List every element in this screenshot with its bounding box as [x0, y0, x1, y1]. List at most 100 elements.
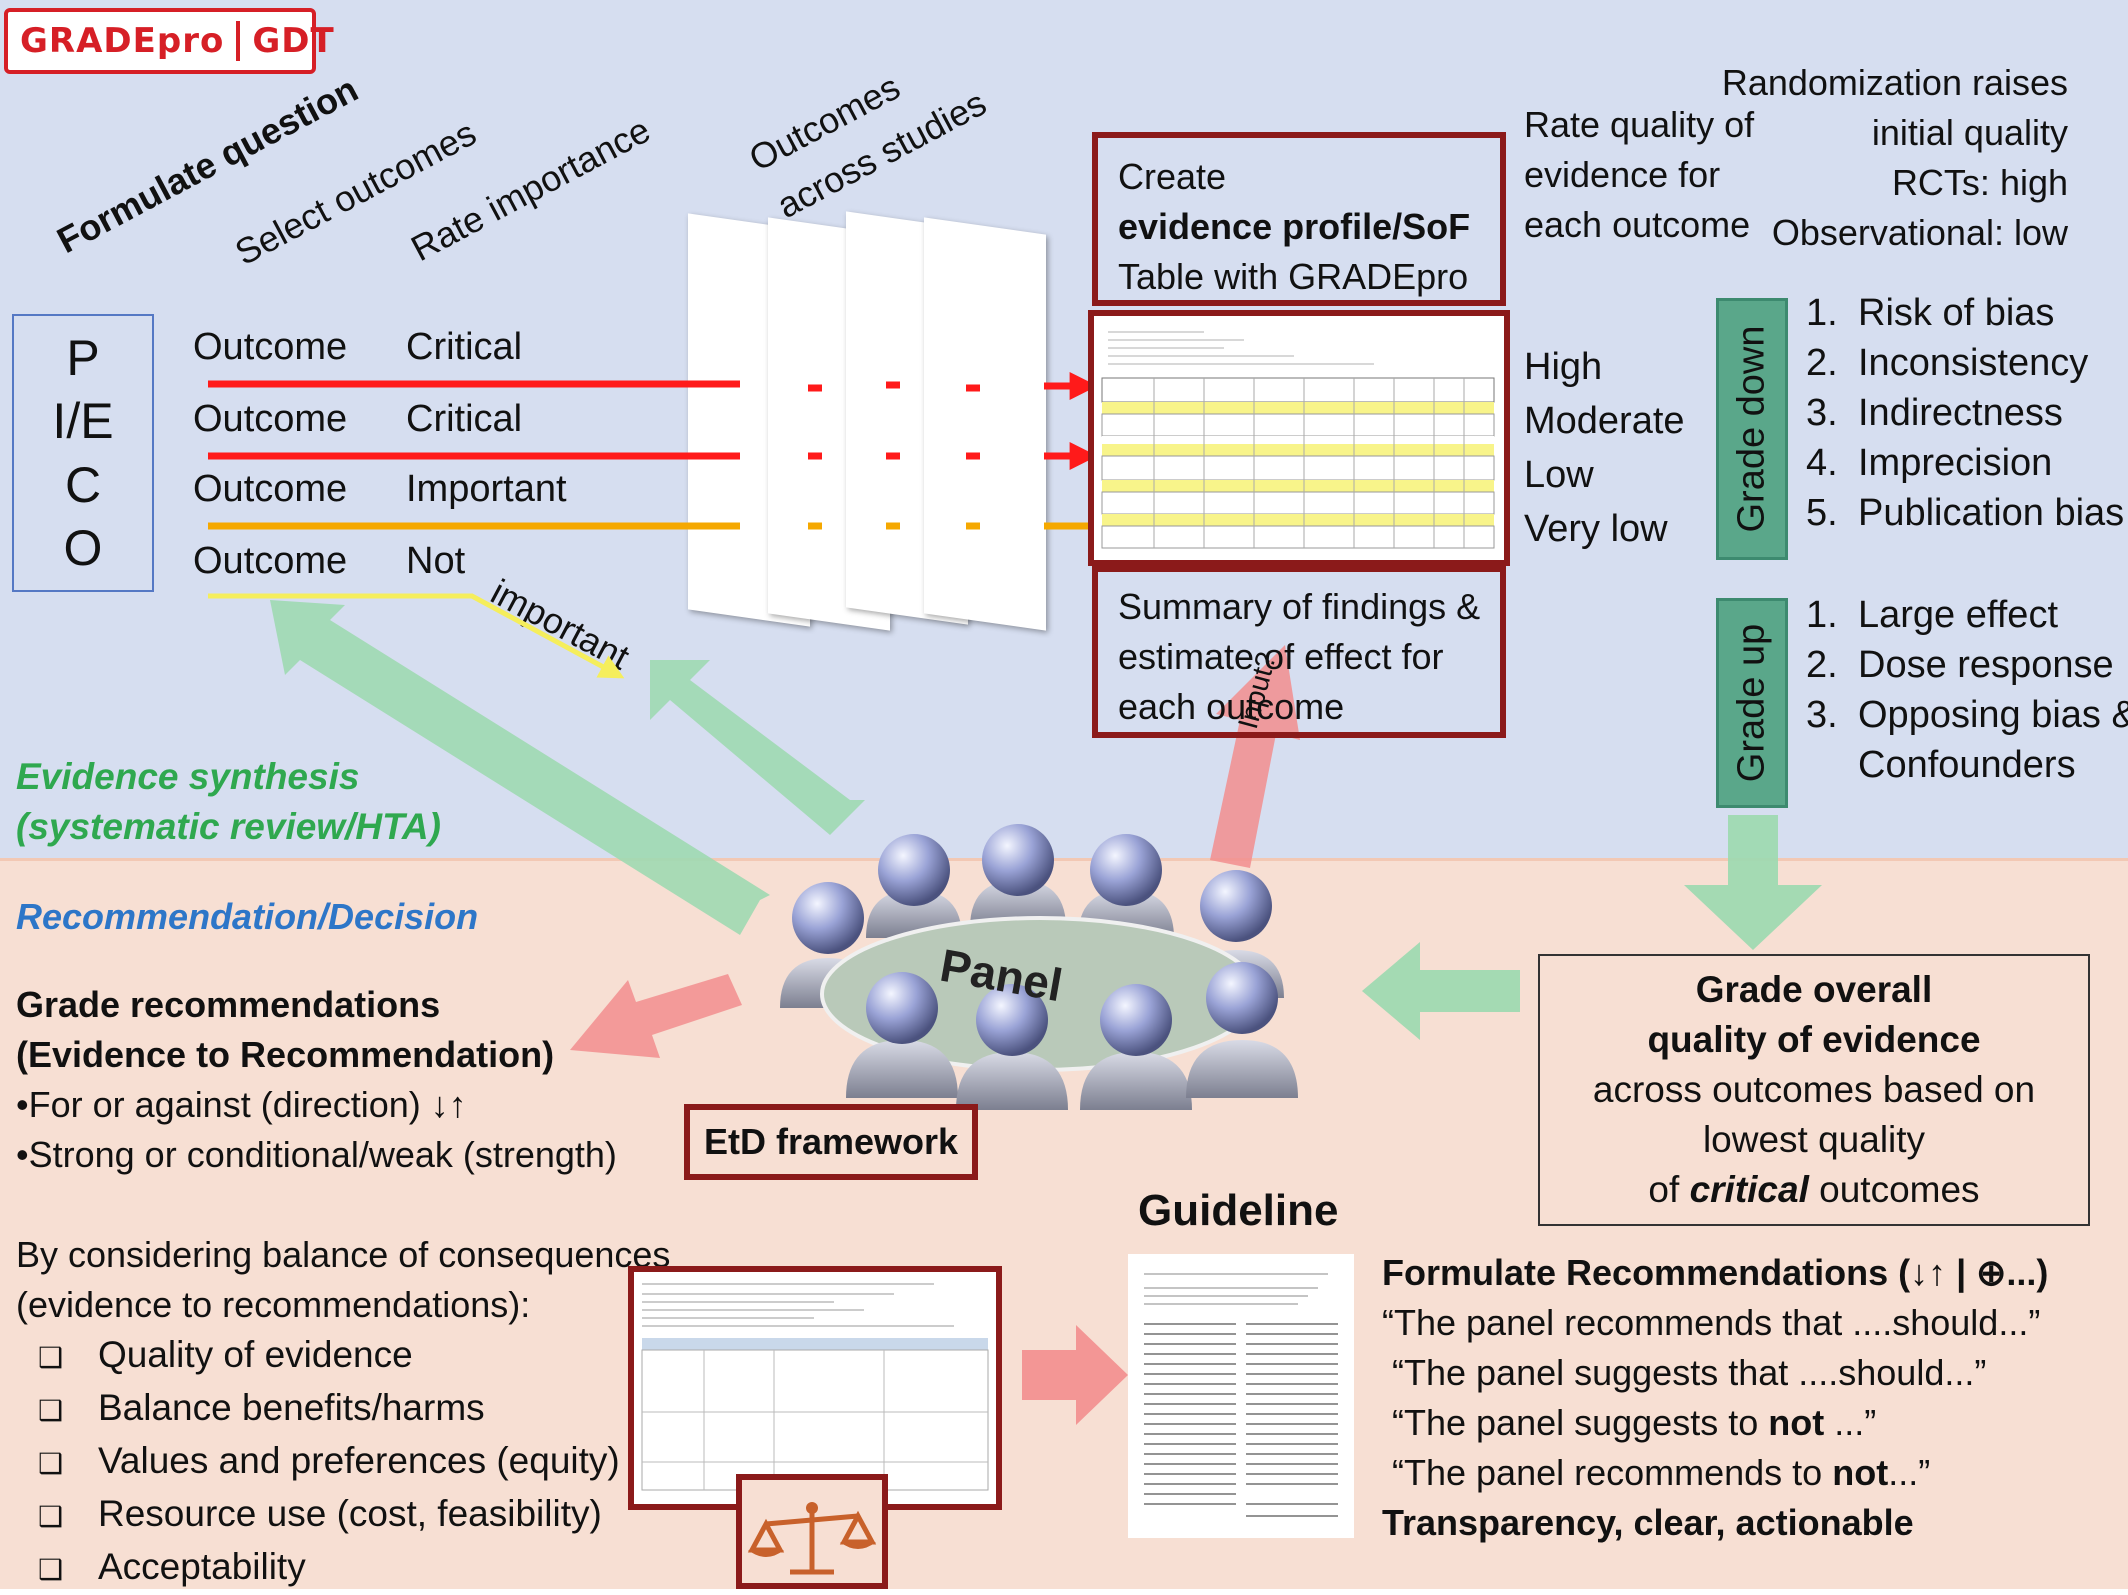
rate-quality-line-3: each outcome	[1524, 204, 1751, 245]
importance-label: Critical	[406, 326, 523, 368]
panel-member-icon	[970, 824, 1066, 928]
considering-text: By considering balance of consequences (…	[16, 1230, 670, 1330]
checklist-item: ❑Balance benefits/harms	[16, 1383, 620, 1436]
create-line-3: Table with GRADEpro	[1118, 256, 1469, 297]
outcome-label: Outcome	[193, 468, 348, 510]
checklist-item: ❑Resource use (cost, feasibility)	[16, 1489, 620, 1542]
overall-line-1: Grade overall	[1695, 969, 1933, 1010]
formulate-recs-title: Formulate Recommendations (↓↑ | ⊕...)	[1382, 1252, 2049, 1293]
level-very-low: Very low	[1524, 508, 1668, 550]
grade-down-item: 2.Inconsistency	[1806, 342, 2089, 384]
band-divider	[0, 858, 2128, 861]
summary-line-2: estimate of effect for	[1118, 636, 1444, 677]
logo-part-2: GDT	[252, 21, 335, 61]
panel-group: Panel	[760, 808, 1320, 1118]
guideline-arrow	[1022, 1325, 1128, 1425]
rate-quality-text: Rate quality of evidence for each outcom…	[1524, 100, 1754, 250]
not-important-arrow	[208, 593, 625, 679]
grade-recs-bullet: •Strong or conditional/weak (strength)	[16, 1134, 617, 1175]
outcome-label: Outcome	[193, 540, 348, 582]
grade-up-item: Confounders	[1858, 744, 2076, 786]
etd-framework-label: EtD framework	[703, 1121, 959, 1162]
outcome-label: Outcome	[193, 398, 348, 440]
randomization-line-1: Randomization raises	[1721, 62, 2068, 103]
grade-up-tag: Grade up	[1716, 598, 1788, 808]
grade-recs-line-1: Grade recommendations	[16, 984, 441, 1025]
checklist-item: ❑Acceptability	[16, 1542, 620, 1595]
create-line-1: Create	[1118, 156, 1227, 197]
rate-quality-line-1: Rate quality of	[1524, 104, 1755, 145]
grade-down-item: 4.Imprecision	[1806, 442, 2053, 484]
level-moderate: Moderate	[1524, 400, 1685, 442]
overall-line-5: of critical outcomes	[1648, 1169, 1980, 1210]
randomization-text: Randomization raises initial quality RCT…	[1700, 58, 2068, 258]
panel-graphic	[780, 824, 1298, 1110]
logo-part-1: GRADEpro	[8, 21, 241, 61]
grade-down-arrow-flow	[1684, 815, 1822, 950]
level-low: Low	[1524, 454, 1594, 496]
input-arrow	[1210, 645, 1300, 868]
formulate-recommendations: Formulate Recommendations (↓↑ | ⊕...) “T…	[1382, 1248, 2048, 1548]
checkbox-icon: ❑	[38, 1448, 64, 1479]
grade-up-item: 3.Opposing bias &	[1806, 694, 2128, 736]
critical-arrow	[208, 372, 1098, 400]
overall-line-4: lowest quality	[1702, 1119, 1926, 1160]
checklist-item: ❑Values and preferences (equity)	[16, 1436, 620, 1489]
importance-label: Important	[406, 468, 567, 510]
importance-label: Not	[406, 540, 466, 582]
grade-down-item: 5.Publication bias	[1806, 492, 2125, 534]
guideline-title: Guideline	[1138, 1186, 1339, 1235]
panel-member-icon	[1186, 962, 1298, 1098]
panel-member-icon	[956, 984, 1068, 1110]
recommendation-decision-label: Recommendation/Decision	[16, 896, 479, 937]
create-profile-box: Create evidence profile/SoF Table with G…	[1092, 132, 1506, 306]
overall-line-3: across outcomes based on	[1592, 1069, 2036, 1110]
to-panel-arrow	[1362, 942, 1520, 1040]
peco-o: O	[63, 520, 103, 577]
panel-member-icon	[1080, 984, 1192, 1110]
considering-line-2: (evidence to recommendations):	[16, 1284, 531, 1325]
grade-recs-line-2: (Evidence to Recommendation)	[16, 1034, 555, 1075]
etd-framework-box: EtD framework	[684, 1104, 978, 1180]
etd-document-graphic	[641, 1283, 989, 1491]
balance-scale-icon	[747, 1502, 877, 1575]
gradepro-logo: GRADEpro GDT	[4, 8, 334, 74]
formulate-recs-footer: Transparency, clear, actionable	[1382, 1502, 1914, 1543]
formulate-recs-quote: “The panel recommends to not...”	[1392, 1452, 1931, 1493]
grade-down-label: Grade down	[1730, 325, 1773, 533]
guideline-document-graphic	[1144, 1273, 1338, 1517]
rate-quality-line-2: evidence for	[1524, 154, 1721, 195]
grade-down-tag: Grade down	[1716, 298, 1788, 560]
peco-c: C	[64, 456, 102, 513]
randomization-line-2: initial quality	[1871, 112, 2068, 153]
summary-findings-box: Summary of findings & estimate of effect…	[1092, 566, 1506, 738]
considering-checklist: ❑Quality of evidence ❑Balance benefits/h…	[16, 1330, 620, 1595]
checkbox-icon: ❑	[38, 1395, 64, 1426]
peco-box: P I/E C O	[12, 314, 154, 592]
synthesis-arrow	[270, 600, 770, 935]
peco-ie: I/E	[52, 393, 114, 450]
formulate-recs-quote: “The panel suggests to not ...”	[1392, 1402, 1877, 1443]
synthesis-arrow	[650, 660, 865, 835]
peco-p: P	[66, 329, 100, 386]
level-high: High	[1524, 346, 1603, 388]
grade-down-item: 3.Indirectness	[1806, 392, 2063, 434]
evidence-table-graphic	[1101, 324, 1495, 549]
checkbox-icon: ❑	[38, 1501, 64, 1532]
checkbox-icon: ❑	[38, 1554, 64, 1585]
checklist-item: ❑Quality of evidence	[16, 1330, 620, 1383]
grade-recommendations: Grade recommendations (Evidence to Recom…	[16, 980, 617, 1180]
randomization-line-3: RCTs: high	[1891, 162, 2068, 203]
panel-member-icon	[866, 834, 962, 938]
grade-up-list: 1.Large effect 2.Dose response 3.Opposin…	[1806, 590, 2128, 790]
summary-line-1: Summary of findings &	[1118, 586, 1481, 627]
quality-levels: High Moderate Low Very low	[1524, 340, 1685, 556]
overall-line-2: quality of evidence	[1647, 1019, 1981, 1060]
outcome-label: Outcome	[193, 326, 348, 368]
grade-up-label: Grade up	[1730, 623, 1773, 783]
panel-member-icon	[846, 972, 958, 1098]
guideline-document-image	[1128, 1254, 1354, 1538]
formulate-recs-quote: “The panel recommends that ....should...…	[1382, 1302, 2041, 1343]
considering-line-1: By considering balance of consequences	[16, 1234, 671, 1275]
